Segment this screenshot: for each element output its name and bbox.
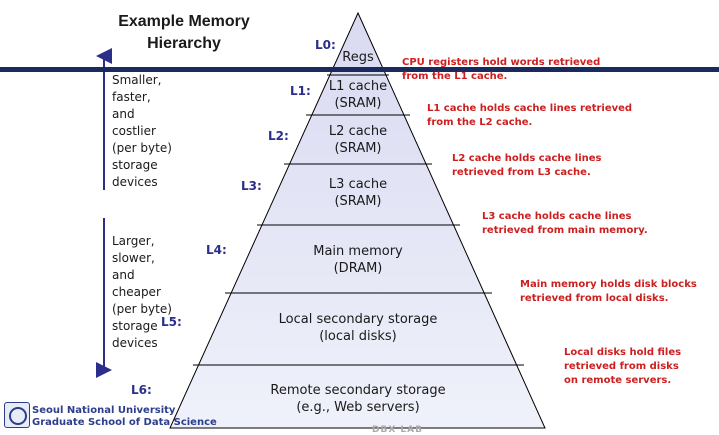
side-bottom-line: and	[112, 268, 135, 282]
layer-line: L3 cache	[328, 177, 388, 192]
note-line: on remote servers.	[564, 375, 672, 386]
diagram-title: Example Memory Hierarchy	[104, 11, 264, 55]
side-bottom-line: (per byte)	[112, 302, 172, 316]
note-line: from the L2 cache.	[427, 117, 533, 128]
side-top-line: (per byte)	[112, 141, 172, 155]
note-l4: Main memory holds disk blocks retrieved …	[520, 278, 697, 306]
side-bottom-line: cheaper	[112, 285, 161, 299]
pyramid	[169, 11, 546, 429]
note-l5: Local disks hold files retrieved from di…	[564, 346, 681, 388]
layer-line: (local disks)	[319, 329, 397, 344]
layer-l4-label: Main memory (DRAM)	[268, 243, 448, 277]
layer-line: (SRAM)	[334, 141, 382, 156]
level-tag-l1: L1:	[290, 84, 311, 98]
note-line: retrieved from local disks.	[520, 293, 669, 304]
note-line: from the L1 cache.	[402, 71, 508, 82]
univ-line-2: Graduate School of Data Science	[32, 417, 217, 428]
layer-l0-label: Regs	[318, 49, 398, 66]
layer-line: L2 cache	[328, 124, 388, 139]
title-line-1: Example Memory	[118, 13, 250, 30]
side-top-line: devices	[112, 175, 158, 189]
title-line-2: Hierarchy	[147, 35, 221, 52]
note-line: L2 cache holds cache lines	[452, 153, 602, 164]
layer-line: Regs	[342, 50, 374, 65]
level-tag-l4: L4:	[206, 243, 227, 257]
layer-l3-label: L3 cache (SRAM)	[288, 176, 428, 210]
university-logo-icon	[4, 402, 30, 428]
note-line: L1 cache holds cache lines retrieved	[427, 103, 633, 114]
level-tag-l5: L5:	[161, 315, 182, 329]
level-tag-l2: L2:	[268, 129, 289, 143]
note-line: L3 cache holds cache lines	[482, 211, 632, 222]
layer-l1-label: L1 cache (SRAM)	[308, 78, 408, 112]
lab-watermark: DBX LAB	[372, 425, 423, 435]
note-l2: L2 cache holds cache lines retrieved fro…	[452, 152, 602, 180]
layer-line: (e.g., Web servers)	[296, 400, 420, 415]
layer-line: (SRAM)	[334, 194, 382, 209]
layer-l5-label: Local secondary storage (local disks)	[248, 311, 468, 345]
level-tag-l0: L0:	[315, 38, 336, 52]
univ-line-1: Seoul National University	[32, 405, 176, 416]
side-top-line: faster,	[112, 90, 151, 104]
layer-line: Local secondary storage	[278, 312, 438, 327]
layer-line: (DRAM)	[333, 261, 383, 276]
side-bottom-line: Larger,	[112, 234, 155, 248]
side-bottom-line: slower,	[112, 251, 155, 265]
level-tag-l6: L6:	[131, 383, 152, 397]
note-line: retrieved from L3 cache.	[452, 167, 591, 178]
side-top-line: costlier	[112, 124, 156, 138]
side-bottom-line: devices	[112, 336, 158, 350]
slide-header-bar	[0, 67, 719, 72]
note-l3: L3 cache holds cache lines retrieved fro…	[482, 210, 648, 238]
note-line: Main memory holds disk blocks	[520, 279, 697, 290]
side-bottom-line: storage	[112, 319, 158, 333]
note-line: CPU registers hold words retrieved	[402, 57, 601, 68]
side-text-bottom: Larger, slower, and cheaper (per byte) s…	[112, 233, 172, 352]
note-l0: CPU registers hold words retrieved from …	[402, 56, 600, 84]
side-top-line: Smaller,	[112, 73, 162, 87]
layer-line: L1 cache	[328, 79, 388, 94]
note-line: retrieved from disks	[564, 361, 679, 372]
layer-l6-label: Remote secondary storage (e.g., Web serv…	[238, 382, 478, 416]
layer-line: Remote secondary storage	[270, 383, 446, 398]
note-l1: L1 cache holds cache lines retrieved fro…	[427, 102, 632, 130]
side-top-line: and	[112, 107, 135, 121]
university-name: Seoul National University Graduate Schoo…	[32, 405, 217, 429]
layer-line: Main memory	[313, 244, 403, 259]
layer-l2-label: L2 cache (SRAM)	[298, 123, 418, 157]
note-line: Local disks hold files	[564, 347, 682, 358]
side-top-line: storage	[112, 158, 158, 172]
level-tag-l3: L3:	[241, 179, 262, 193]
side-text-top: Smaller, faster, and costlier (per byte)…	[112, 72, 172, 191]
layer-line: (SRAM)	[334, 96, 382, 111]
note-line: retrieved from main memory.	[482, 225, 648, 236]
